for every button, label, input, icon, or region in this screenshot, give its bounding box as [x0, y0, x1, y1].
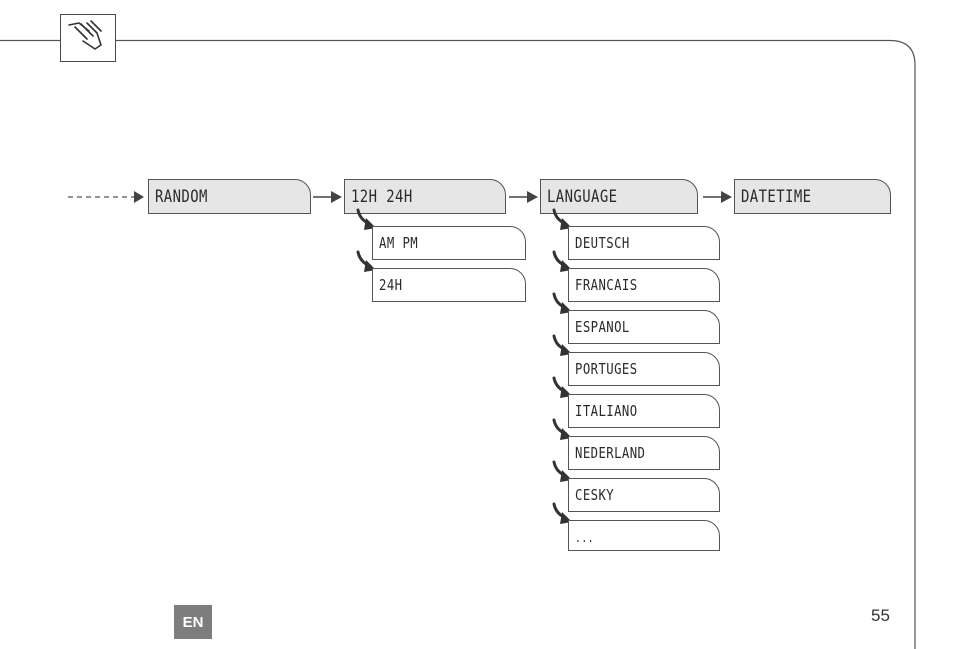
language-option[interactable]: ITALIANO	[568, 394, 720, 428]
language-option[interactable]: FRANCAIS	[568, 268, 720, 302]
language-option-more[interactable]: ...	[568, 520, 720, 551]
language-option[interactable]: DEUTSCH	[568, 226, 720, 260]
menu-datetime[interactable]: DATETIME	[734, 179, 891, 214]
menu-datetime-label: DATETIME	[741, 186, 812, 207]
menu-language-label: LANGUAGE	[547, 186, 618, 207]
language-option-label: CESKY	[575, 486, 615, 504]
menu-12h-24h-label: 12H 24H	[351, 186, 413, 207]
language-option-label: PORTUGES	[575, 360, 638, 378]
submenu-24h-label: 24H	[379, 276, 403, 294]
language-option[interactable]: NEDERLAND	[568, 436, 720, 470]
language-option[interactable]: PORTUGES	[568, 352, 720, 386]
language-option-more-label: ...	[575, 531, 595, 546]
language-option[interactable]: ESPANOL	[568, 310, 720, 344]
submenu-am-pm[interactable]: AM PM	[372, 226, 526, 260]
language-option-label: NEDERLAND	[575, 444, 646, 462]
submenu-am-pm-label: AM PM	[379, 234, 419, 252]
menu-language[interactable]: LANGUAGE	[540, 179, 698, 214]
language-badge: EN	[174, 605, 212, 639]
submenu-24h[interactable]: 24H	[372, 268, 526, 302]
language-option-label: ITALIANO	[575, 402, 638, 420]
menu-random-label: RANDOM	[155, 186, 208, 207]
page-number: 55	[871, 606, 890, 625]
language-option-label: FRANCAIS	[575, 276, 638, 294]
language-option-label: ESPANOL	[575, 318, 630, 336]
language-option[interactable]: CESKY	[568, 478, 720, 512]
hand-icon	[60, 14, 116, 62]
menu-random[interactable]: RANDOM	[148, 179, 311, 214]
language-option-label: DEUTSCH	[575, 234, 630, 252]
menu-12h-24h[interactable]: 12H 24H	[344, 179, 506, 214]
